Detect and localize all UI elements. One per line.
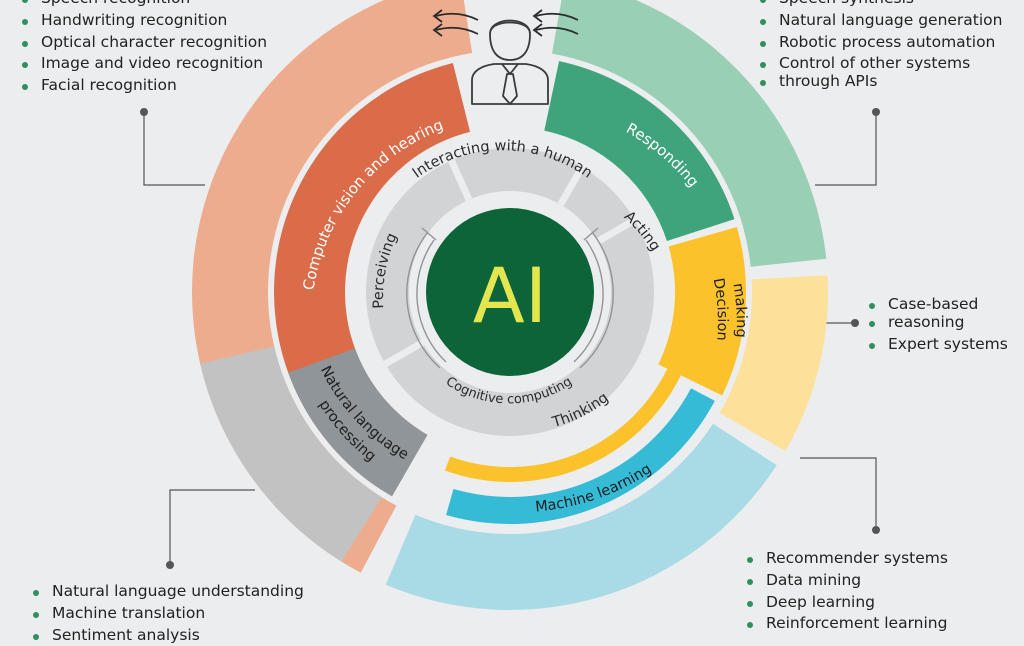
person-icon bbox=[471, 19, 549, 105]
ring-segment-nlp-inner bbox=[288, 348, 428, 497]
cognitive-divider bbox=[557, 165, 586, 207]
ring-segment-decision-tail bbox=[445, 368, 681, 482]
cognitive-divider bbox=[595, 216, 637, 245]
list-item: Optical character recognition bbox=[22, 32, 267, 54]
list-responding-capabilities: Speech synthesis Natural language genera… bbox=[760, 0, 1003, 93]
arrow-left-icon bbox=[432, 9, 579, 37]
list-item: Speech recognition bbox=[22, 0, 267, 10]
ai-center-label: AI bbox=[473, 251, 547, 340]
list-item: Natural language generation bbox=[760, 10, 1003, 32]
cognitive-divider bbox=[448, 159, 473, 202]
leader-dots bbox=[140, 108, 880, 569]
list-item: Image and video recognition bbox=[22, 53, 267, 75]
cognitive-ring-dividers bbox=[383, 159, 637, 368]
ring-segment-nlp-outer bbox=[200, 346, 382, 562]
ring-segment-decision-outer bbox=[719, 275, 828, 451]
list-item: Handwriting recognition bbox=[22, 10, 267, 32]
list-item: Facial recognition bbox=[22, 75, 267, 97]
leader-lines bbox=[143, 112, 877, 565]
list-item: Deep learning bbox=[747, 592, 948, 614]
list-item: Machine translation bbox=[33, 603, 304, 625]
capability-rings bbox=[192, 0, 828, 610]
list-item: Robotic process automation bbox=[760, 32, 1003, 54]
list-item-continued: reasoning bbox=[869, 312, 1008, 334]
ring-segment-ml-inner bbox=[446, 388, 715, 524]
label-decision: Decision bbox=[710, 277, 730, 341]
list-item: Data mining bbox=[747, 570, 948, 592]
list-item-continued: through APIs bbox=[760, 71, 1003, 93]
ai-wheel-diagram: AI Interacting with a human Acting Perce… bbox=[140, 0, 880, 610]
cognitive-divider bbox=[383, 339, 425, 368]
ring-segment-ml-outer bbox=[385, 423, 777, 610]
ring-segment-responding-inner bbox=[544, 61, 735, 242]
list-ml-capabilities: Recommender systems Data mining Deep lea… bbox=[747, 548, 948, 635]
list-item: Recommender systems bbox=[747, 548, 948, 570]
list-vision-capabilities: Speech recognition Handwriting recogniti… bbox=[22, 0, 267, 97]
list-item: Case-based bbox=[869, 294, 1008, 316]
label-making: making bbox=[729, 282, 749, 338]
cycle-arrows bbox=[406, 227, 614, 369]
ai-center-circle bbox=[426, 208, 594, 376]
list-item: Speech synthesis bbox=[760, 0, 1003, 10]
list-item: Control of other systems bbox=[760, 53, 1003, 75]
list-decision-capabilities: Case-based reasoning Expert systems bbox=[869, 294, 1008, 355]
list-item: Expert systems bbox=[869, 334, 1008, 356]
ring-segment-responding-outer bbox=[552, 0, 827, 267]
ring-segment-decision-inner bbox=[658, 226, 747, 396]
list-item: Natural language understanding bbox=[33, 581, 304, 603]
